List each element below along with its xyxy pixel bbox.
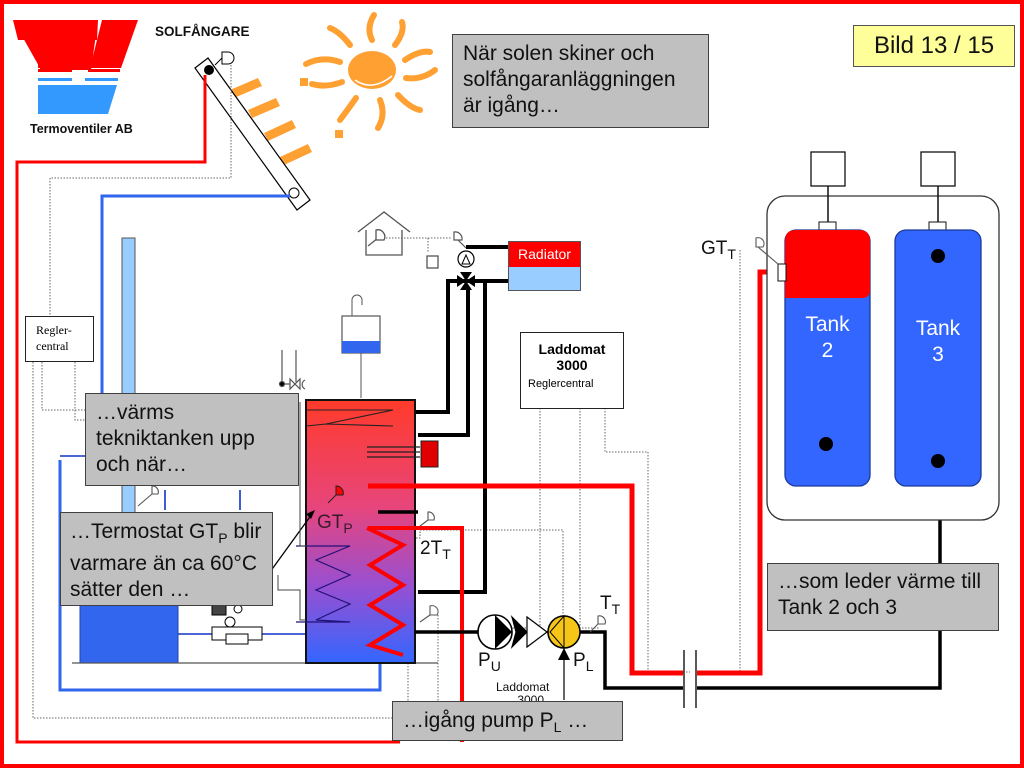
- laddomat-title: Laddomat: [538, 341, 606, 357]
- sensor-gt-p-sub: P: [343, 520, 353, 536]
- solar-collector: [194, 51, 311, 211]
- outdoor-sensor-house: [357, 211, 439, 269]
- controller-label-line2: central: [36, 339, 69, 353]
- callout-intro-text: När solen skiner och solfångaranläggning…: [463, 42, 676, 117]
- callout-heating-text: …värms tekniktanken upp och när…: [96, 401, 255, 476]
- radiator-pump-icon: [457, 250, 475, 290]
- callout-thermostat-rest: blir varmare än ca 60°C sätter den …: [70, 520, 262, 601]
- tank-2-label: Tank 2: [785, 312, 870, 364]
- sun-rays: [230, 78, 312, 165]
- callout-tanks-text: …som leder värme till Tank 2 och 3: [778, 570, 982, 619]
- callout-pump-sub: L: [553, 719, 562, 735]
- sensor-2t-t-sub: T: [442, 546, 451, 562]
- laddomat-controller-box: Laddomat 3000 Reglercentral: [520, 332, 624, 409]
- radiator-cold-half: [509, 267, 580, 290]
- radiator-circuit-pipes: [415, 245, 508, 594]
- tank-3-label: Tank 3: [895, 316, 981, 368]
- tank-2: [777, 229, 871, 487]
- callout-tanks: …som leder värme till Tank 2 och 3: [767, 563, 999, 631]
- callout-intro: När solen skiner och solfångaranläggning…: [452, 34, 709, 128]
- controller-box-left: Regler- central: [25, 316, 94, 362]
- callout-pump: …igång pump PL …: [392, 701, 623, 741]
- callout-heating: …värms tekniktanken upp och när…: [85, 393, 299, 486]
- sensor-gt-t-main: GT: [701, 238, 728, 259]
- pipe-break-marks: [683, 650, 697, 708]
- laddomat-valve-icon: [211, 602, 263, 645]
- slide-counter: Bild 13 / 15: [853, 25, 1015, 67]
- accumulator-tank: [296, 399, 439, 664]
- sensor-label-2t-t: 2TT: [420, 538, 451, 562]
- hot-pipe-solar: [15, 75, 400, 744]
- tank-3: [894, 229, 982, 487]
- hot-pipe-coil: [368, 526, 464, 742]
- laddomat-pump-label-line1: Laddomat: [496, 680, 550, 694]
- callout-thermostat: …Termostat GTP blir varmare än ca 60°C s…: [60, 512, 273, 606]
- heater-wire: [299, 402, 306, 547]
- temperature-sensors: [137, 485, 606, 633]
- radiator: Radiator: [508, 241, 581, 291]
- callout-pump-prefix: …igång pump P: [403, 709, 554, 732]
- tank-2-label-line1: Tank: [805, 313, 850, 336]
- sensor-label-gt-t: GTT: [701, 238, 736, 262]
- sensor-t-t-sub: T: [611, 601, 621, 617]
- pump-pu-icon: [477, 614, 513, 650]
- sensor-label-gt-p: GTP: [317, 512, 353, 536]
- sun-icon: [300, 12, 438, 138]
- pump-label-pu: PU: [478, 650, 501, 674]
- pump-pl-sub: L: [585, 658, 594, 674]
- callout-thermostat-prefix: …Termostat GT: [70, 520, 219, 543]
- cold-water-valve-icon: [278, 350, 306, 391]
- gt-p-pointer-arrow: [269, 510, 315, 573]
- tank-2-label-line2: 2: [821, 339, 834, 362]
- tank-3-label-line2: 3: [932, 343, 944, 366]
- expansion-vessel: [341, 294, 381, 398]
- laddomat-model: 3000: [556, 357, 588, 373]
- pump-pu-sub: U: [490, 658, 501, 674]
- controller-label-line1: Regler-: [36, 323, 72, 337]
- radiator-sensor: [453, 231, 467, 249]
- sensor-t-t-main: T: [600, 593, 612, 614]
- callout-pump-suffix: …: [561, 709, 589, 732]
- termoventiler-logo: [13, 20, 138, 114]
- sensor-gt-t-sub: T: [727, 246, 736, 262]
- sensor-gt-p-main: GT: [317, 512, 344, 533]
- radiator-label: Radiator: [509, 242, 580, 267]
- pump-pl-icon: [547, 614, 581, 700]
- laddomat-subtitle: Reglercentral: [528, 378, 594, 390]
- pump-label-pl: PL: [573, 650, 593, 674]
- thermostat-wire: [277, 575, 306, 621]
- sensor-label-t-t: TT: [600, 593, 620, 617]
- tank-3-label-line1: Tank: [915, 317, 961, 340]
- solar-collector-label: SOLFÅNGARE: [155, 24, 250, 39]
- callout-thermostat-sub: P: [218, 530, 228, 546]
- gt-t-sensor: [755, 237, 779, 265]
- pump-pl-main: P: [573, 650, 586, 671]
- sensor-2t-t-main: 2T: [420, 538, 443, 559]
- company-name: Termoventiler AB: [30, 122, 133, 136]
- pump-pu-main: P: [478, 650, 491, 671]
